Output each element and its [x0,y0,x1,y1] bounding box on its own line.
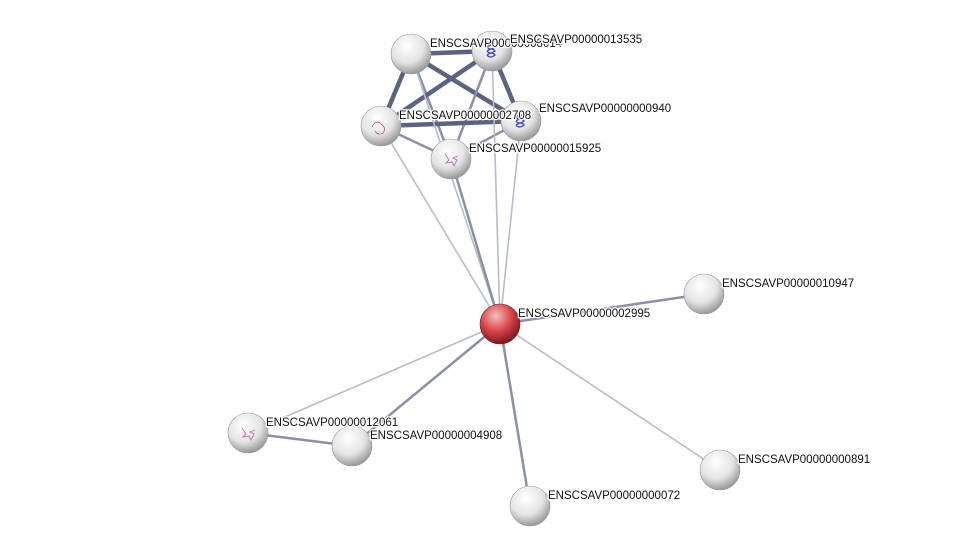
node-label: ENSCSAVP00000002708 [399,110,531,122]
node-n72[interactable] [509,485,551,527]
coil-structure-icon [371,121,385,135]
node-n10947[interactable] [683,273,725,315]
edge-n2708-n2995[interactable] [380,125,501,325]
edge-n2708-n940[interactable] [380,118,522,129]
node-label: ENSCSAVP00000000072 [548,490,680,502]
node-sphere[interactable] [360,105,402,147]
edge-n13535-n2995[interactable] [491,50,501,325]
edge-n940-n2995[interactable] [499,120,522,325]
helix-structure-icon [486,44,496,58]
helix-structure-icon [515,114,525,128]
node-label: ENSCSAVP00000000891 [738,454,870,466]
node-sphere[interactable] [227,412,269,454]
node-n13535[interactable] [471,30,513,72]
nodes-layer: ENSCSAVP00000008014ENSCSAVP00000013535EN… [227,30,871,527]
node-n2995[interactable] [479,303,521,345]
node-n15925[interactable] [430,138,472,180]
node-sphere[interactable] [699,449,741,491]
node-label: ENSCSAVP00000010947 [722,278,854,290]
node-label: ENSCSAVP00000004908 [370,430,502,442]
protein-structure-icon [241,427,256,442]
node-n12061[interactable] [227,412,269,454]
edge-n2995-n891[interactable] [499,323,721,471]
node-label: ENSCSAVP00000015925 [469,143,601,155]
edge-n13535-n2708[interactable] [379,49,494,128]
edge-n15925-n2995[interactable] [449,158,502,325]
node-n891[interactable] [699,449,741,491]
node-sphere[interactable] [683,273,725,315]
node-sphere[interactable] [479,303,521,345]
edge-n2995-n10947[interactable] [499,292,705,326]
node-n2708[interactable] [360,105,402,147]
node-label: ENSCSAVP00000012061 [266,417,398,429]
node-sphere[interactable] [331,425,373,467]
node-n4908[interactable] [331,425,373,467]
node-n8014[interactable] [390,33,432,75]
edge-n2995-n72[interactable] [498,323,532,507]
edge-n8014-n2995[interactable] [410,53,501,325]
edge-n2995-n12061[interactable] [247,323,501,434]
node-n940[interactable] [500,100,542,142]
node-sphere[interactable] [390,33,432,75]
node-sphere[interactable] [500,100,542,142]
node-sphere[interactable] [430,138,472,180]
edge-n2995-n4908[interactable] [351,323,501,447]
edge-n8014-n940[interactable] [409,52,523,123]
node-label: ENSCSAVP00000013535 [510,34,642,46]
node-sphere[interactable] [509,485,551,527]
node-label: ENSCSAVP00000000940 [539,103,671,115]
node-sphere[interactable] [471,30,513,72]
node-label: ENSCSAVP00000002995 [518,308,650,320]
node-label: ENSCSAVP00000008014 [430,38,563,50]
protein-structure-icon [444,153,459,168]
